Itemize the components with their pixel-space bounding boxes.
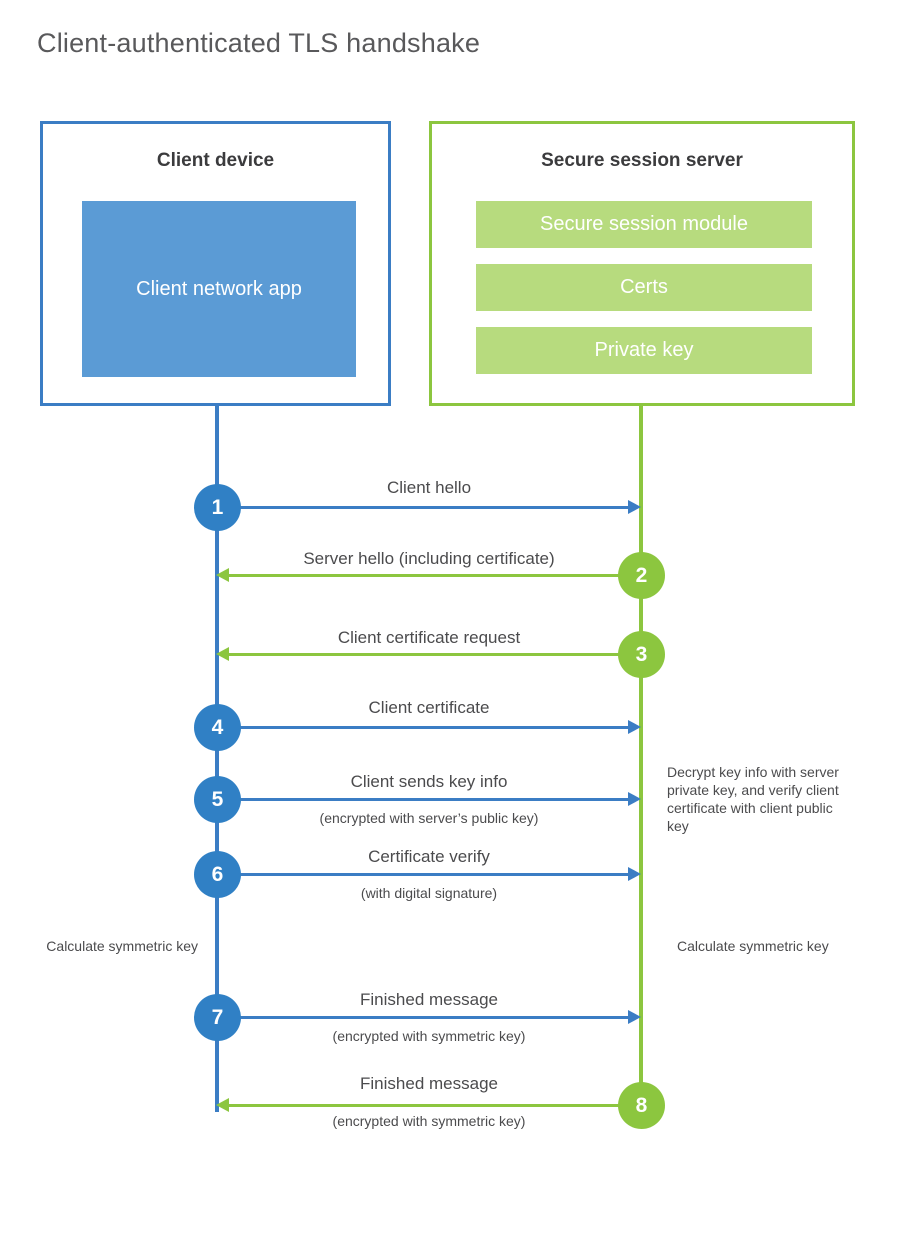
page-title: Client-authenticated TLS handshake	[37, 28, 481, 58]
step-1-arrow-head-icon	[628, 500, 641, 514]
secure-session-server-box: Secure session server Secure session mod…	[429, 121, 855, 406]
client-device-title: Client device	[156, 150, 275, 171]
step-1-arrow-shaft	[217, 506, 630, 509]
step-1-label: Client hello	[386, 478, 472, 497]
step-1-circle: 1	[194, 484, 241, 531]
server-lifeline	[639, 406, 643, 1106]
step-2-label: Server hello (including certificate)	[303, 549, 555, 568]
step-5-arrow-head-icon	[628, 792, 641, 806]
step-2-arrow-shaft	[229, 574, 641, 577]
step-7-arrow-head-icon	[628, 1010, 641, 1024]
step-6-arrow-head-icon	[628, 867, 641, 881]
client-calculate-symmetric-key-annotation: Calculate symmetric key	[46, 938, 198, 954]
step-6-circle: 6	[194, 851, 241, 898]
step-3-arrow-shaft	[229, 653, 641, 656]
step-6-sublabel: (with digital signature)	[360, 885, 498, 901]
step-3-arrow-head-icon	[216, 647, 229, 661]
step-4-arrow-shaft	[217, 726, 630, 729]
server-bar-certs: Certs	[476, 264, 812, 311]
step-8-label: Finished message	[360, 1074, 498, 1093]
step-3-label: Client certificate request	[337, 628, 521, 647]
client-device-box: Client device Client network app	[40, 121, 391, 406]
step-5-sublabel: (encrypted with server’s public key)	[319, 810, 539, 826]
step-7-label: Finished message	[360, 990, 498, 1009]
server-bar-secure-session-module: Secure session module	[476, 201, 812, 248]
step-6-label: Certificate verify	[368, 847, 490, 866]
step-4-arrow-head-icon	[628, 720, 641, 734]
step-4-circle: 4	[194, 704, 241, 751]
client-lifeline	[215, 406, 219, 1112]
step-5-circle: 5	[194, 776, 241, 823]
step-6-arrow-shaft	[217, 873, 630, 876]
server-bar-private-key: Private key	[476, 327, 812, 374]
step-3-circle: 3	[618, 631, 665, 678]
step-5-arrow-shaft	[217, 798, 630, 801]
secure-session-server-title: Secure session server	[541, 150, 743, 171]
step-2-circle: 2	[618, 552, 665, 599]
step-7-circle: 7	[194, 994, 241, 1041]
server-decrypt-annotation: Decrypt key info with server private key…	[667, 764, 839, 834]
step-8-circle: 8	[618, 1082, 665, 1129]
server-calculate-symmetric-key-annotation: Calculate symmetric key	[677, 938, 829, 954]
step-4-label: Client certificate	[368, 698, 490, 717]
step-8-arrow-head-icon	[216, 1098, 229, 1112]
step-8-sublabel: (encrypted with symmetric key)	[332, 1113, 526, 1129]
step-2-arrow-head-icon	[216, 568, 229, 582]
step-7-sublabel: (encrypted with symmetric key)	[332, 1028, 526, 1044]
client-network-app-block: Client network app	[82, 201, 356, 377]
step-5-label: Client sends key info	[350, 772, 508, 791]
step-7-arrow-shaft	[217, 1016, 630, 1019]
step-8-arrow-shaft	[229, 1104, 641, 1107]
